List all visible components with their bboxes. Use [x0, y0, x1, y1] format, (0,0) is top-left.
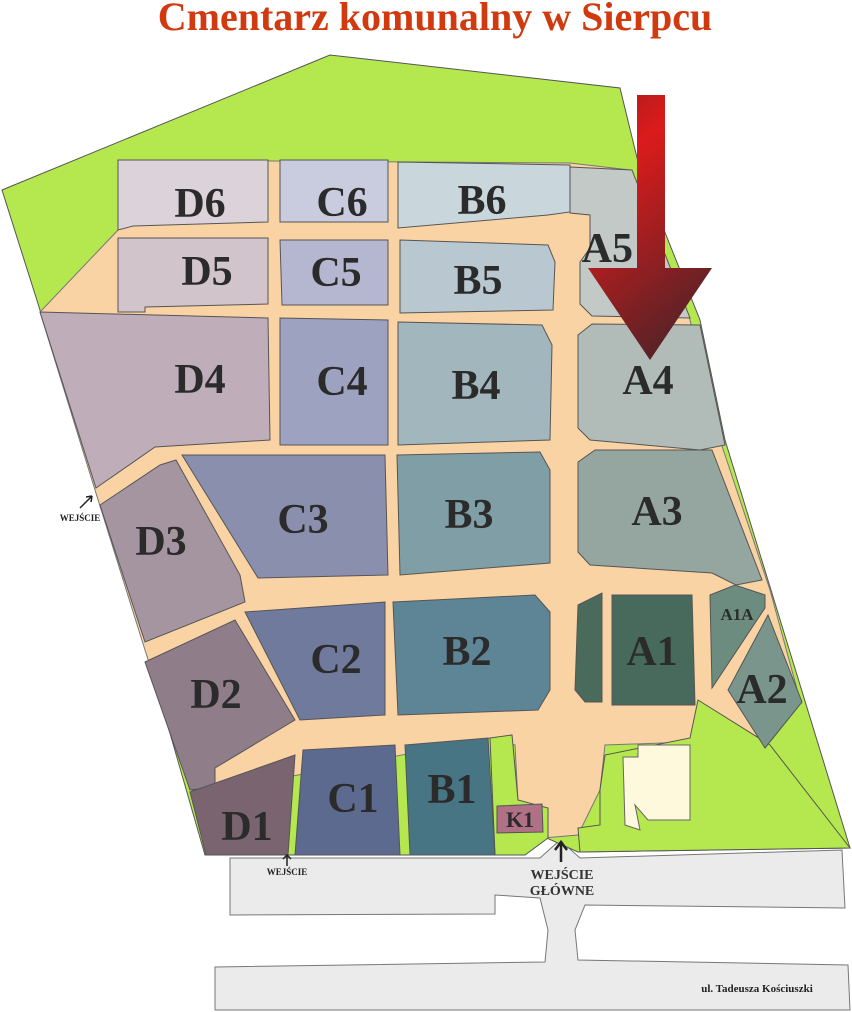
- svg-text:C5: C5: [310, 250, 361, 296]
- arrow-icon: [79, 495, 93, 509]
- svg-text:D2: D2: [190, 672, 241, 718]
- svg-text:D1: D1: [221, 804, 272, 850]
- svg-text:A2: A2: [736, 667, 787, 713]
- section-a1a[interactable]: A1A: [709, 584, 766, 690]
- section-d5[interactable]: D5: [117, 237, 269, 313]
- svg-text:A1: A1: [626, 629, 677, 675]
- section-d2[interactable]: D2: [144, 619, 296, 791]
- section-c3[interactable]: C3: [181, 454, 389, 579]
- section-a1-west[interactable]: [574, 592, 603, 703]
- location-arrow-icon: [588, 95, 712, 360]
- arrow-icon: [554, 839, 568, 862]
- svg-text:WEJŚCIE: WEJŚCIE: [60, 513, 101, 523]
- entrance-west: WEJŚCIE: [60, 495, 101, 523]
- section-b5[interactable]: B5: [399, 239, 556, 314]
- svg-text:WEJŚCIE: WEJŚCIE: [267, 867, 308, 877]
- entrance-main: WEJŚCIE GŁÓWNE: [530, 839, 595, 899]
- section-a1[interactable]: A1: [611, 594, 696, 706]
- svg-text:A5: A5: [582, 226, 633, 272]
- svg-text:D5: D5: [181, 249, 232, 295]
- svg-text:B3: B3: [444, 492, 493, 538]
- section-d4[interactable]: D4: [39, 311, 271, 489]
- map-title: Cmentarz komunalny w Sierpcu: [158, 0, 712, 39]
- section-b6[interactable]: B6: [397, 161, 571, 229]
- svg-text:B5: B5: [453, 258, 502, 304]
- svg-text:C4: C4: [316, 359, 367, 405]
- section-b4[interactable]: B4: [397, 321, 553, 446]
- section-d6[interactable]: D6: [117, 159, 269, 231]
- svg-text:C3: C3: [277, 497, 328, 543]
- svg-text:A4: A4: [622, 358, 673, 404]
- section-a4[interactable]: A4: [577, 323, 726, 451]
- section-k1[interactable]: K1: [496, 803, 544, 834]
- svg-text:K1: K1: [506, 807, 534, 832]
- arrow-icon: [282, 853, 292, 866]
- svg-text:C6: C6: [316, 180, 367, 226]
- section-c5[interactable]: C5: [279, 239, 389, 306]
- svg-text:WEJŚCIE: WEJŚCIE: [530, 866, 593, 883]
- svg-text:D6: D6: [174, 181, 225, 227]
- svg-text:D3: D3: [135, 519, 186, 565]
- section-c1[interactable]: C1: [294, 744, 401, 856]
- section-b3[interactable]: B3: [396, 451, 551, 576]
- svg-text:B4: B4: [451, 363, 500, 409]
- svg-text:B6: B6: [457, 178, 506, 224]
- svg-text:A1A: A1A: [720, 605, 754, 624]
- section-c6[interactable]: C6: [279, 159, 389, 226]
- svg-text:B2: B2: [442, 629, 491, 675]
- building: [622, 744, 691, 831]
- street-road: [214, 839, 851, 1011]
- svg-text:A3: A3: [631, 489, 682, 535]
- section-c4[interactable]: C4: [279, 317, 389, 446]
- svg-text:C2: C2: [310, 637, 361, 683]
- section-c2[interactable]: C2: [244, 601, 386, 721]
- section-a3[interactable]: A3: [577, 449, 763, 586]
- entrance-south: WEJŚCIE: [267, 853, 308, 877]
- section-d3[interactable]: D3: [99, 459, 246, 643]
- section-a2[interactable]: A2: [727, 613, 803, 749]
- svg-text:C1: C1: [327, 776, 378, 822]
- svg-text:B1: B1: [427, 767, 476, 813]
- section-b1[interactable]: B1: [404, 737, 496, 856]
- section-b2[interactable]: B2: [392, 594, 551, 716]
- street-label: ul. Tadeusza Kościuszki: [701, 983, 813, 995]
- svg-text:GŁÓWNE: GŁÓWNE: [530, 882, 595, 899]
- svg-text:D4: D4: [174, 357, 225, 403]
